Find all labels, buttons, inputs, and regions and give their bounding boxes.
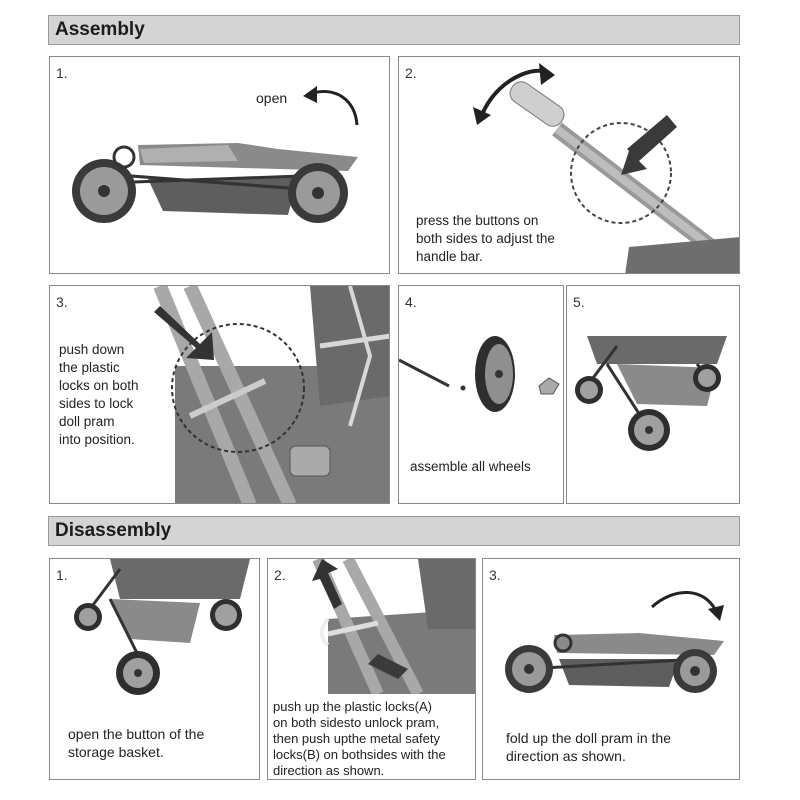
step-4-caption: assemble all wheels: [410, 458, 531, 476]
caption-line: sides to lock: [59, 396, 134, 411]
caption-line: direction as shown.: [273, 763, 385, 778]
step-2-caption: press the buttons on both sides to adjus…: [416, 212, 555, 266]
fold-arrow-icon: [650, 591, 724, 621]
open-label: open: [256, 90, 288, 106]
caption-line: both sides to adjust the: [416, 231, 555, 246]
folded-stroller-illustration: [72, 143, 358, 223]
caption-line: doll pram: [59, 414, 115, 429]
caption-line: handle bar.: [416, 249, 483, 264]
caption-line: push up the plastic locks(A): [273, 699, 432, 714]
disassembly-step-3-panel: 3. fold up the doll pram in the directio…: [482, 558, 740, 780]
assembly-step-5-panel: 5.: [566, 285, 740, 504]
disassembly-step-1-panel: 1. open the button of the storage basket…: [49, 558, 260, 780]
step-number: 1.: [56, 65, 68, 81]
step-number: 3.: [489, 567, 501, 583]
caption-line: then push upthe metal safety: [273, 731, 440, 746]
storage-basket-illustration: [74, 559, 250, 695]
wheel-assembly-illustration: [399, 336, 560, 412]
step-number: 2.: [274, 567, 286, 583]
caption-line: press the buttons on: [416, 213, 539, 228]
caption-line: the plastic: [59, 360, 120, 375]
assembly-step-1-panel: 1. open: [49, 56, 390, 274]
step-number: 4.: [405, 294, 417, 310]
step-number: 3.: [56, 294, 68, 310]
caption-line: fold up the doll pram in the: [506, 730, 671, 746]
disassembly-step-1-caption: open the button of the storage basket.: [68, 725, 204, 761]
disassembly-step-2-panel: 2. push up the plastic locks(A) on both …: [267, 558, 476, 780]
open-arrow-icon: [303, 86, 359, 126]
assembly-step-3-panel: 3. push down the plastic locks on both s…: [49, 285, 390, 504]
caption-line: into position.: [59, 432, 135, 447]
caption-line: locks on both: [59, 378, 139, 393]
caption-line: open the button of the: [68, 726, 205, 742]
unlock-pram-illustration: [312, 559, 475, 694]
caption-line: on both sidesto unlock pram,: [273, 715, 440, 730]
step-3-caption: push down the plastic locks on both side…: [59, 341, 139, 449]
plastic-lock-illustration: [153, 286, 389, 503]
disassembly-header: Disassembly: [48, 516, 740, 546]
step-number: 1.: [56, 567, 68, 583]
caption-line: assemble all wheels: [410, 459, 531, 474]
caption-line: push down: [59, 342, 125, 357]
caption-line: locks(B) on bothsides with the: [273, 747, 446, 762]
disassembly-step-2-caption: push up the plastic locks(A) on both sid…: [273, 699, 446, 779]
assembly-step-2-panel: 2. press the buttons on both sides to ad…: [398, 56, 740, 274]
folded-pram-illustration: [505, 633, 724, 693]
step-number: 2.: [405, 65, 417, 81]
assembled-stroller-illustration: [575, 336, 727, 451]
assembly-step-4-panel: 4. assemble all wheels: [398, 285, 564, 504]
assembly-title: Assembly: [55, 19, 145, 40]
disassembly-title: Disassembly: [55, 520, 172, 541]
caption-line: direction as shown.: [506, 748, 626, 764]
step-number: 5.: [573, 294, 585, 310]
assembly-header: Assembly: [48, 15, 740, 45]
caption-line: storage basket.: [68, 744, 164, 760]
handlebar-illustration: [473, 63, 739, 273]
disassembly-step-3-caption: fold up the doll pram in the direction a…: [506, 729, 671, 765]
